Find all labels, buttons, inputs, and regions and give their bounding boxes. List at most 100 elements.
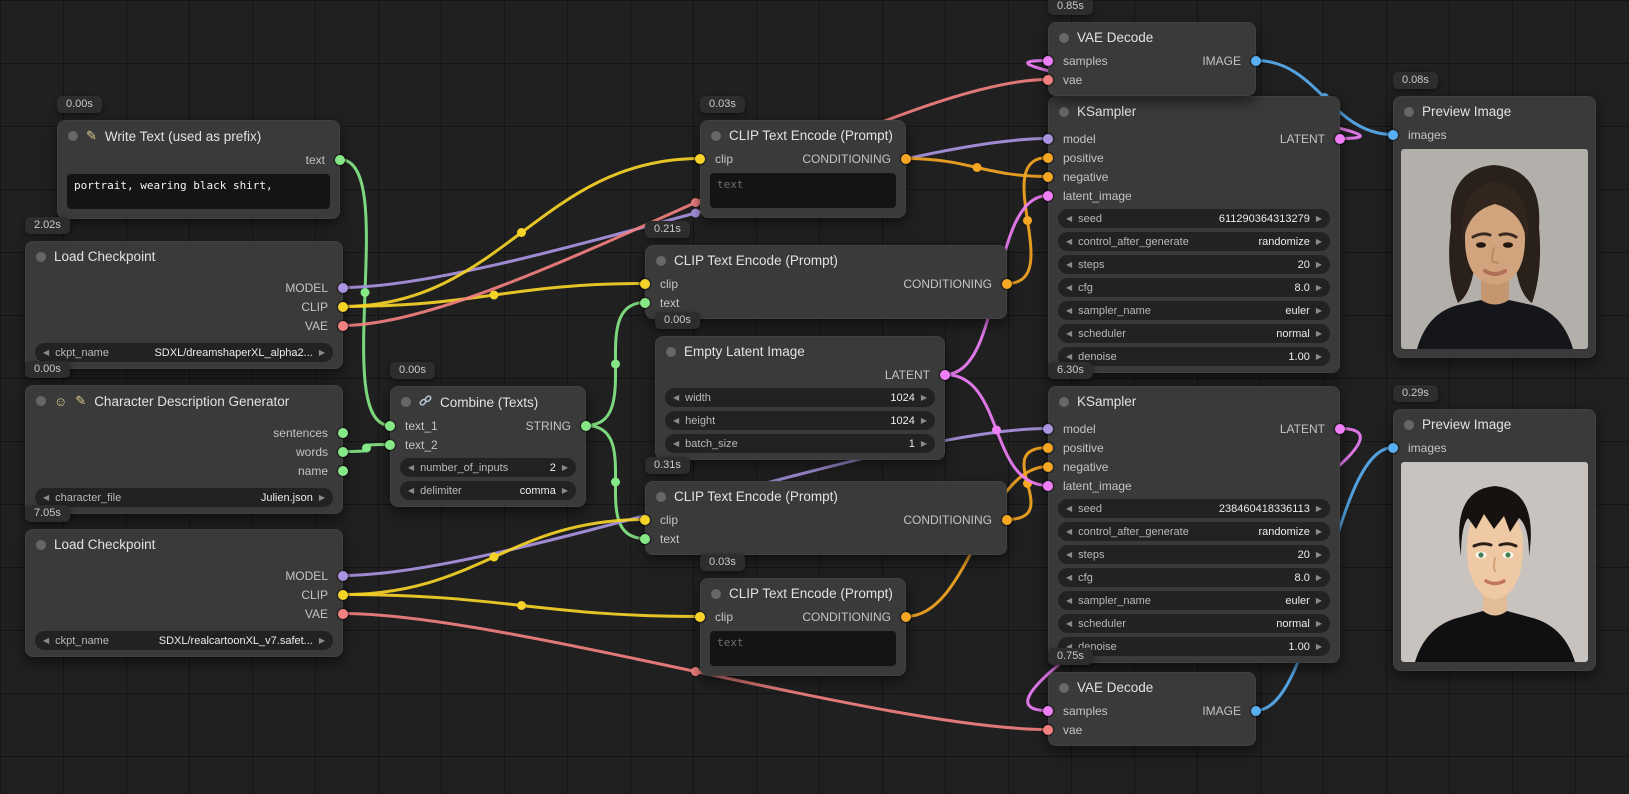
arrow-right-icon[interactable]: ▶ bbox=[920, 393, 927, 402]
scheduler-widget[interactable]: ◀ scheduler normal ▶ bbox=[1058, 614, 1330, 633]
wire-vae[interactable] bbox=[341, 612, 1050, 731]
arrow-left-icon[interactable]: ◀ bbox=[408, 486, 415, 495]
arrow-right-icon[interactable]: ▶ bbox=[1315, 329, 1322, 338]
node-header[interactable]: KSampler bbox=[1048, 386, 1340, 415]
collapse-dot[interactable] bbox=[1059, 32, 1069, 43]
arrow-right-icon[interactable]: ▶ bbox=[1315, 596, 1322, 605]
collapse-dot[interactable] bbox=[656, 491, 666, 502]
arrow-right-icon[interactable]: ▶ bbox=[1315, 352, 1322, 361]
negative-input-port[interactable] bbox=[1043, 171, 1053, 182]
vae-input-port[interactable] bbox=[1043, 724, 1053, 735]
wire-conditioning[interactable] bbox=[1005, 446, 1050, 521]
latent-output-port[interactable] bbox=[1335, 133, 1345, 144]
wire-text[interactable] bbox=[341, 443, 392, 453]
collapse-dot[interactable] bbox=[656, 255, 666, 266]
arrow-right-icon[interactable]: ▶ bbox=[1315, 306, 1322, 315]
node-header[interactable]: Combine (Texts) bbox=[390, 386, 586, 416]
text-output-port[interactable] bbox=[335, 154, 345, 165]
denoise-widget[interactable]: ◀ denoise 1.00 ▶ bbox=[1058, 637, 1330, 656]
collapse-dot[interactable] bbox=[68, 131, 78, 141]
node-header[interactable]: CLIP Text Encode (Prompt) bbox=[700, 120, 906, 149]
conditioning-output-port[interactable] bbox=[1002, 514, 1012, 525]
wire-text[interactable] bbox=[584, 301, 647, 427]
steps-widget[interactable]: ◀ steps 20 ▶ bbox=[1058, 255, 1330, 274]
arrow-left-icon[interactable]: ◀ bbox=[1066, 573, 1073, 582]
vae-output-port[interactable] bbox=[338, 608, 348, 619]
height-widget[interactable]: ◀ height 1024 ▶ bbox=[665, 411, 935, 430]
arrow-right-icon[interactable]: ▶ bbox=[1315, 642, 1322, 651]
arrow-right-icon[interactable]: ▶ bbox=[318, 493, 325, 502]
negative-input-port[interactable] bbox=[1043, 461, 1053, 472]
collapse-dot[interactable] bbox=[1059, 106, 1069, 117]
number-of-inputs-widget[interactable]: ◀ number_of_inputs 2 ▶ bbox=[400, 458, 576, 477]
arrow-left-icon[interactable]: ◀ bbox=[673, 416, 680, 425]
image-output-port[interactable] bbox=[1251, 705, 1261, 716]
latent-image-input-port[interactable] bbox=[1043, 190, 1053, 201]
arrow-left-icon[interactable]: ◀ bbox=[1066, 214, 1073, 223]
steps-widget[interactable]: ◀ steps 20 ▶ bbox=[1058, 545, 1330, 564]
seed-widget[interactable]: ◀ seed 611290364313279 ▶ bbox=[1058, 209, 1330, 228]
name-output-port[interactable] bbox=[338, 465, 348, 476]
node-header[interactable]: CLIP Text Encode (Prompt) bbox=[645, 481, 1007, 510]
images-input-port[interactable] bbox=[1388, 129, 1398, 140]
wire-text[interactable] bbox=[584, 424, 647, 540]
arrow-left-icon[interactable]: ◀ bbox=[1066, 260, 1073, 269]
arrow-right-icon[interactable]: ▶ bbox=[561, 463, 568, 472]
cfg-widget[interactable]: ◀ cfg 8.0 ▶ bbox=[1058, 568, 1330, 587]
arrow-left-icon[interactable]: ◀ bbox=[1066, 504, 1073, 513]
node-header[interactable]: Preview Image bbox=[1393, 409, 1596, 438]
collapse-dot[interactable] bbox=[1404, 419, 1414, 430]
arrow-right-icon[interactable]: ▶ bbox=[1315, 260, 1322, 269]
arrow-right-icon[interactable]: ▶ bbox=[1315, 214, 1322, 223]
text2-input-port[interactable] bbox=[385, 439, 395, 450]
model-output-port[interactable] bbox=[338, 570, 348, 581]
arrow-right-icon[interactable]: ▶ bbox=[920, 439, 927, 448]
arrow-left-icon[interactable]: ◀ bbox=[43, 493, 50, 502]
arrow-left-icon[interactable]: ◀ bbox=[43, 636, 50, 645]
collapse-dot[interactable] bbox=[36, 539, 46, 550]
node-preview-image-1[interactable]: 0.08s Preview Image images bbox=[1388, 72, 1596, 358]
control-after-generate-widget[interactable]: ◀ control_after_generate randomize ▶ bbox=[1058, 232, 1330, 251]
string-output-port[interactable] bbox=[581, 420, 591, 431]
model-input-port[interactable] bbox=[1043, 133, 1053, 144]
arrow-left-icon[interactable]: ◀ bbox=[408, 463, 415, 472]
arrow-left-icon[interactable]: ◀ bbox=[1066, 283, 1073, 292]
node-header[interactable]: VAE Decode bbox=[1048, 672, 1256, 701]
node-preview-image-2[interactable]: 0.29s Preview Image images bbox=[1388, 385, 1596, 671]
arrow-left-icon[interactable]: ◀ bbox=[1066, 352, 1073, 361]
arrow-left-icon[interactable]: ◀ bbox=[1066, 550, 1073, 559]
model-input-port[interactable] bbox=[1043, 423, 1053, 434]
latent-image-input-port[interactable] bbox=[1043, 480, 1053, 491]
collapse-dot[interactable] bbox=[1059, 682, 1069, 693]
text-input-port[interactable] bbox=[640, 533, 650, 544]
collapse-dot[interactable] bbox=[1404, 106, 1414, 117]
wire-clip[interactable] bbox=[341, 518, 647, 596]
delimiter-widget[interactable]: ◀ delimiter comma ▶ bbox=[400, 481, 576, 500]
clip-input-port[interactable] bbox=[695, 153, 705, 164]
collapse-dot[interactable] bbox=[401, 397, 411, 407]
arrow-right-icon[interactable]: ▶ bbox=[1315, 237, 1322, 246]
node-header[interactable]: Load Checkpoint bbox=[25, 529, 343, 558]
latent-output-port[interactable] bbox=[940, 369, 950, 380]
node-header[interactable]: Empty Latent Image bbox=[655, 336, 945, 365]
collapse-dot[interactable] bbox=[36, 396, 46, 406]
node-ksampler-2[interactable]: 6.30s KSampler model LATENT positive neg… bbox=[1043, 362, 1345, 663]
node-clip-text-encode-3[interactable]: 0.31s CLIP Text Encode (Prompt) clip CON… bbox=[640, 457, 1012, 555]
text-widget[interactable]: portrait, wearing black shirt, bbox=[67, 174, 330, 209]
node-vae-decode-1[interactable]: 0.85s VAE Decode samples IMAGE vae bbox=[1043, 0, 1261, 96]
sentences-output-port[interactable] bbox=[338, 427, 348, 438]
arrow-left-icon[interactable]: ◀ bbox=[1066, 306, 1073, 315]
images-input-port[interactable] bbox=[1388, 442, 1398, 453]
collapse-dot[interactable] bbox=[711, 130, 721, 141]
collapse-dot[interactable] bbox=[1059, 396, 1069, 407]
latent-output-port[interactable] bbox=[1335, 423, 1345, 434]
arrow-right-icon[interactable]: ▶ bbox=[1315, 619, 1322, 628]
width-widget[interactable]: ◀ width 1024 ▶ bbox=[665, 388, 935, 407]
text-widget[interactable]: text bbox=[710, 173, 896, 208]
conditioning-output-port[interactable] bbox=[901, 153, 911, 164]
arrow-left-icon[interactable]: ◀ bbox=[673, 393, 680, 402]
arrow-right-icon[interactable]: ▶ bbox=[1315, 573, 1322, 582]
node-header[interactable]: KSampler bbox=[1048, 96, 1340, 125]
node-character-description-generator[interactable]: 0.00s ☺ ✎ Character Description Generato… bbox=[25, 361, 348, 514]
node-vae-decode-2[interactable]: 0.75s VAE Decode samples IMAGE vae bbox=[1043, 648, 1261, 746]
